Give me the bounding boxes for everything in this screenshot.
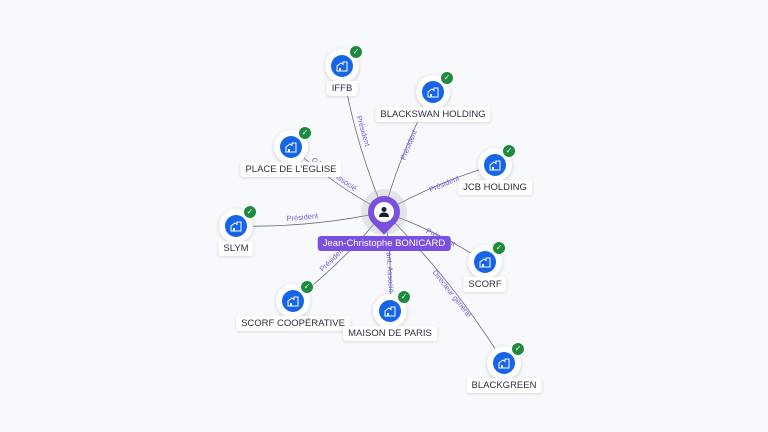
verified-check-icon: ✓ [492, 241, 506, 255]
person-name-label[interactable]: Jean-Christophe BONICARD [317, 236, 451, 251]
edge-role-label: Président [286, 211, 319, 223]
verified-check-icon: ✓ [397, 290, 411, 304]
company-name-label[interactable]: SCORF [463, 277, 507, 292]
building-icon [484, 154, 506, 176]
person-icon [374, 202, 394, 222]
verified-check-icon: ✓ [440, 71, 454, 85]
building-icon [282, 290, 304, 312]
company-node[interactable]: ✓ [219, 205, 257, 243]
company-name-label[interactable]: PLACE DE L'EGLISE [240, 162, 342, 177]
edge-role-label: Président [355, 115, 373, 149]
company-node[interactable]: ✓ [478, 144, 516, 182]
building-icon [331, 55, 353, 77]
company-node[interactable]: ✓ [487, 342, 525, 380]
verified-check-icon: ✓ [502, 144, 516, 158]
company-node[interactable]: ✓ [274, 126, 312, 164]
company-node[interactable]: ✓ [468, 241, 506, 279]
building-icon [280, 136, 302, 158]
company-name-label[interactable]: BLACKSWAN HOLDING [375, 107, 491, 122]
company-name-label[interactable]: JCB HOLDING [458, 180, 532, 195]
company-node[interactable]: ✓ [416, 71, 454, 109]
company-name-label[interactable]: SLYM [218, 241, 254, 256]
building-icon [493, 352, 515, 374]
verified-check-icon: ✓ [298, 126, 312, 140]
company-name-label[interactable]: MAISON DE PARIS [343, 326, 437, 341]
company-node[interactable]: ✓ [325, 45, 363, 83]
company-name-label[interactable]: IFFB [326, 81, 358, 96]
building-icon [422, 81, 444, 103]
edge-line [383, 211, 505, 364]
edge-role-label: Président [398, 128, 419, 162]
edge-role-label: Directeur général [431, 268, 474, 319]
verified-check-icon: ✓ [300, 280, 314, 294]
building-icon [225, 215, 247, 237]
building-icon [474, 251, 496, 273]
company-node[interactable]: ✓ [373, 290, 411, 328]
company-name-label[interactable]: BLACKGREEN [466, 378, 542, 393]
company-name-label[interactable]: SCORF COOPÉRATIVE [236, 316, 350, 331]
verified-check-icon: ✓ [349, 45, 363, 59]
edge-role-label: Gérant, Associé [384, 240, 396, 293]
building-icon [379, 300, 401, 322]
verified-check-icon: ✓ [511, 342, 525, 356]
verified-check-icon: ✓ [243, 205, 257, 219]
person-node[interactable] [361, 189, 407, 235]
company-node[interactable]: ✓ [276, 280, 314, 318]
edge-role-label: Président [428, 173, 462, 194]
